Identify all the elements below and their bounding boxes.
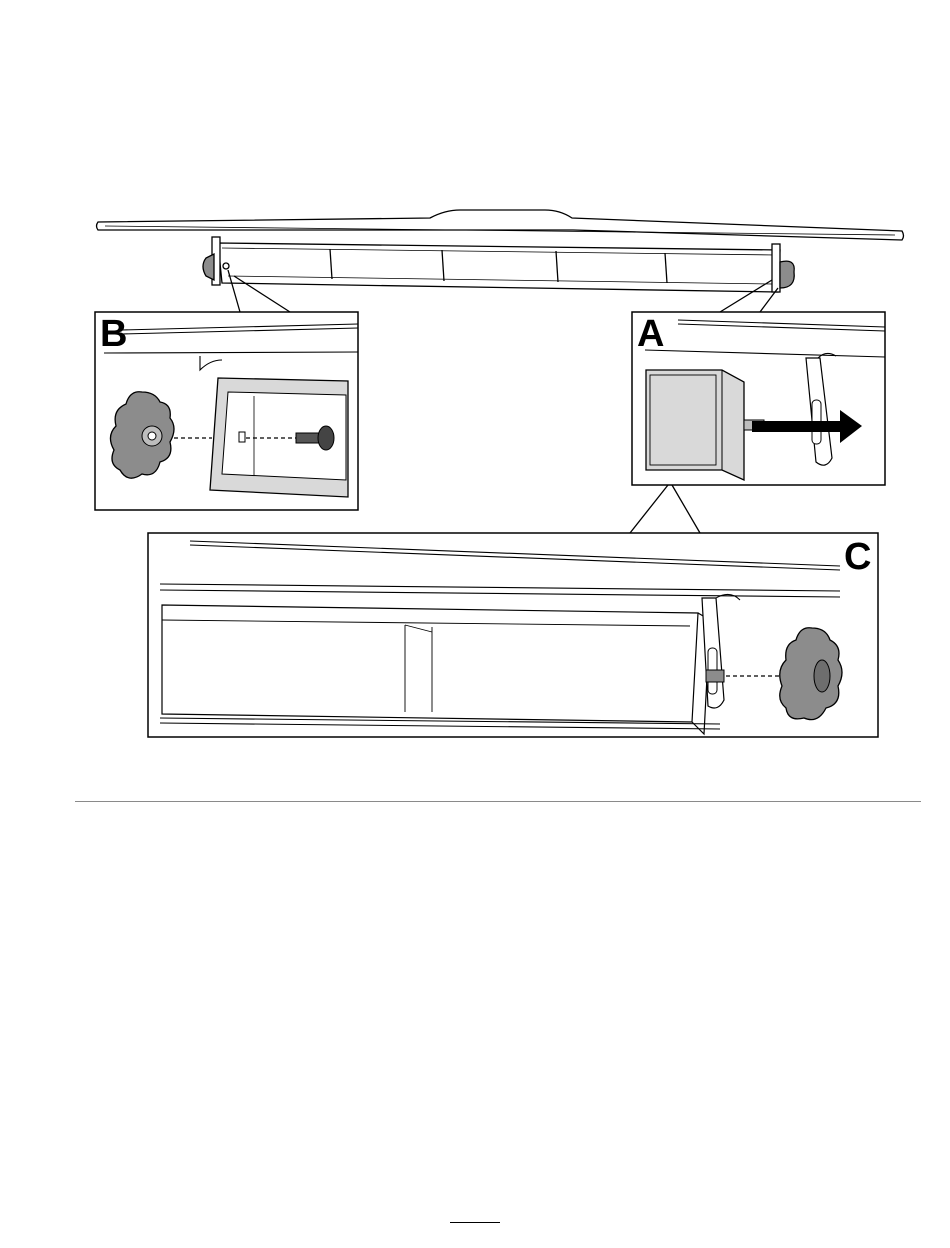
callout-c: C xyxy=(844,536,871,578)
overview-assembly xyxy=(97,210,904,292)
callout-b: B xyxy=(100,313,127,355)
detail-b-panel: B xyxy=(95,312,358,510)
detail-a-panel: A xyxy=(632,312,885,485)
callout-a: A xyxy=(637,313,664,355)
section-divider xyxy=(75,801,921,802)
page-footer-rule xyxy=(450,1222,500,1223)
assembly-diagram: B A xyxy=(0,0,950,800)
detail-c-panel: C xyxy=(148,533,878,737)
